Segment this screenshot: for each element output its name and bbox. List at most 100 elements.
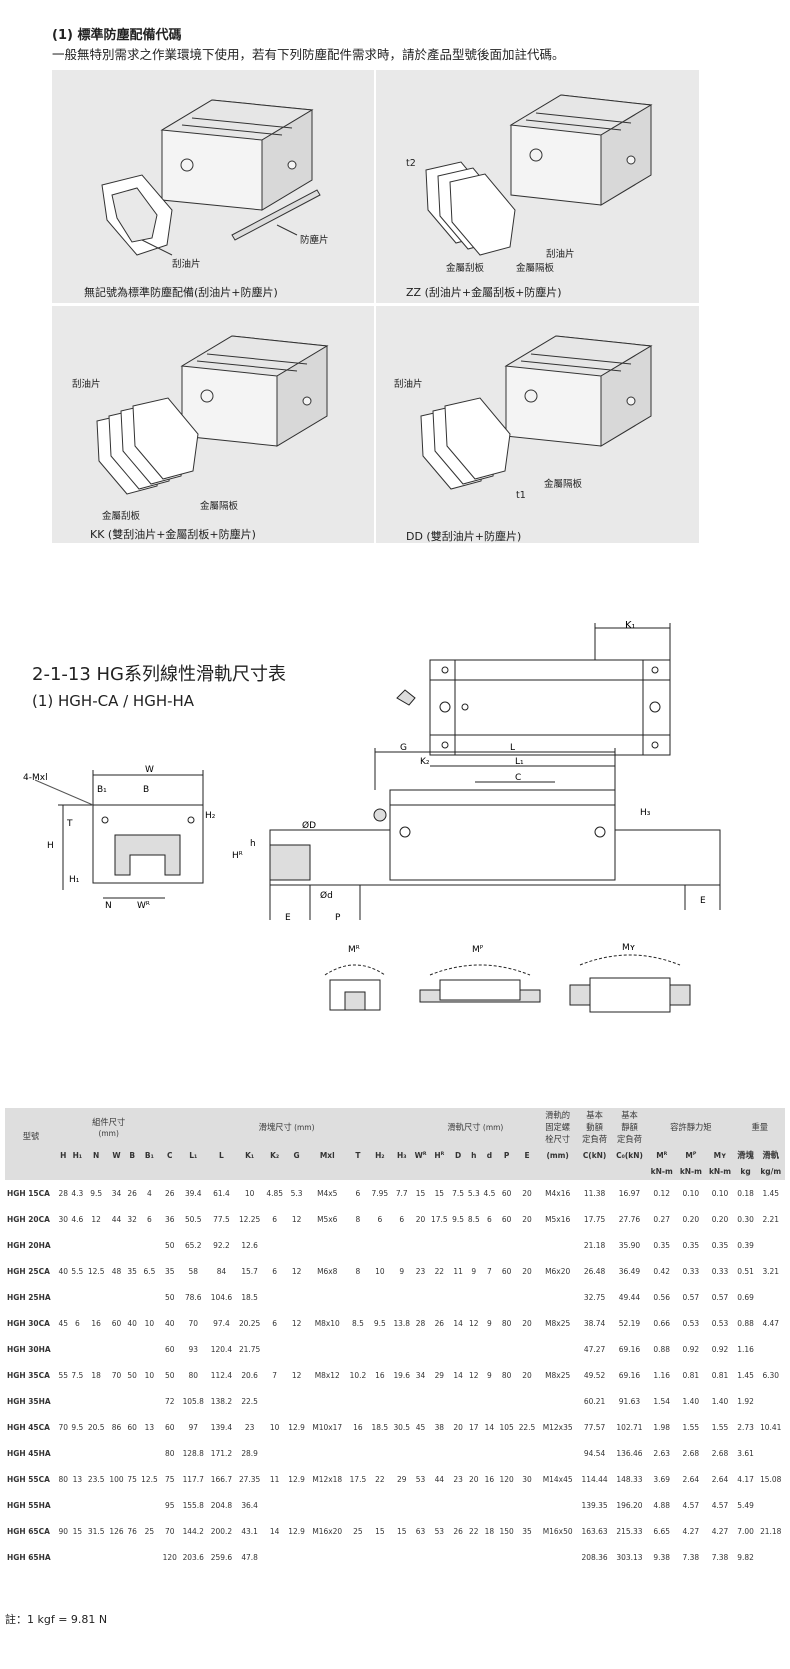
table-cell: 6: [263, 1309, 286, 1336]
table-cell: 126: [107, 1517, 126, 1544]
table-cell: [107, 1232, 126, 1258]
table-cell: M5x6: [307, 1205, 347, 1232]
table-cell: 69.16: [611, 1336, 648, 1362]
table-cell: 12: [285, 1309, 308, 1336]
model-cell: HGH 65CA: [5, 1517, 57, 1544]
moment-my: Mʏ: [622, 943, 635, 953]
table-cell: 259.6: [207, 1544, 236, 1570]
table-cell: [263, 1232, 286, 1258]
group-moment: 容許靜力矩: [647, 1108, 735, 1146]
dim-h1: H₁: [69, 875, 80, 885]
table-cell: 10: [263, 1413, 286, 1440]
table-cell: 4.5: [481, 1179, 498, 1206]
table-cell: 3.69: [647, 1465, 677, 1492]
table-cell: 16: [368, 1361, 391, 1388]
table-cell: 69.16: [611, 1361, 648, 1388]
model-cell: HGH 55CA: [5, 1465, 57, 1492]
panel-dd: 刮油片 金屬隔板 t1 DD (雙刮油片+防塵片): [376, 306, 699, 543]
table-cell: [497, 1388, 517, 1414]
group-block: 滑塊尺寸 (mm): [160, 1108, 413, 1146]
table-cell: 120: [497, 1465, 517, 1492]
table-cell: [107, 1492, 126, 1518]
table-cell: M8x25: [537, 1309, 578, 1336]
table-cell: 35.90: [611, 1232, 648, 1258]
table-cell: [450, 1336, 466, 1362]
table-cell: 0.81: [705, 1361, 735, 1388]
model-cell: HGH 25HA: [5, 1284, 57, 1310]
table-cell: 1.92: [734, 1388, 757, 1414]
table-cell: 0.88: [647, 1336, 677, 1362]
table-cell: 80: [497, 1309, 517, 1336]
unit-header: kN-m: [676, 1163, 706, 1180]
label-metal-scraper: 金屬刮板: [446, 263, 485, 274]
table-cell: 48: [107, 1257, 126, 1284]
table-cell: 84: [207, 1257, 236, 1284]
table-cell: [107, 1284, 126, 1310]
table-cell: [516, 1388, 538, 1414]
table-cell: [263, 1544, 286, 1570]
table-cell: [465, 1492, 482, 1518]
table-cell: 91.63: [611, 1388, 648, 1414]
col-header: K₁: [235, 1146, 264, 1163]
panel-standard: 刮油片 防塵片 無記號為標準防塵配備(刮油片+防塵片): [52, 70, 374, 303]
label-t1: t1: [516, 490, 526, 501]
table-cell: 10: [235, 1179, 264, 1206]
table-cell: 50: [160, 1361, 180, 1388]
table-cell: 0.57: [705, 1284, 735, 1310]
table-cell: 18.5: [235, 1284, 264, 1310]
table-cell: M16x20: [307, 1517, 347, 1544]
table-cell: 100: [107, 1465, 126, 1492]
table-cell: 0.20: [676, 1205, 706, 1232]
table-cell: 44: [107, 1205, 126, 1232]
dim-b1: B₁: [97, 785, 107, 795]
col-header: Mʏ: [705, 1146, 735, 1163]
table-cell: [307, 1388, 347, 1414]
table-cell: 16: [85, 1309, 108, 1336]
table-cell: 15: [368, 1517, 391, 1544]
table-cell: [85, 1336, 108, 1362]
table-cell: 53: [412, 1465, 429, 1492]
table-cell: 4.27: [676, 1517, 706, 1544]
table-cell: [390, 1232, 413, 1258]
table-cell: [428, 1336, 451, 1362]
table-cell: M8x25: [537, 1361, 578, 1388]
table-cell: 9: [481, 1361, 498, 1388]
table-cell: 102.71: [611, 1413, 648, 1440]
table-cell: [263, 1440, 286, 1466]
label-scraper: 刮油片: [546, 249, 575, 260]
table-cell: 80: [57, 1465, 70, 1492]
table-cell: [346, 1336, 369, 1362]
table-cell: [85, 1284, 108, 1310]
table-cell: 0.35: [676, 1232, 706, 1258]
table-cell: 6.30: [756, 1361, 785, 1388]
table-cell: 0.33: [705, 1257, 735, 1284]
table-cell: [428, 1284, 451, 1310]
table-cell: 38.74: [577, 1309, 612, 1336]
table-cell: [57, 1544, 70, 1570]
table-cell: 0.88: [734, 1309, 757, 1336]
table-cell: [368, 1284, 391, 1310]
model-cell: HGH 35HA: [5, 1388, 57, 1414]
table-cell: 114.44: [577, 1465, 612, 1492]
col-header: 滑塊: [734, 1146, 757, 1163]
table-cell: 58: [179, 1257, 208, 1284]
table-cell: 6: [481, 1205, 498, 1232]
table-cell: 1.55: [676, 1413, 706, 1440]
table-cell: 23: [235, 1413, 264, 1440]
table-cell: [537, 1544, 578, 1570]
table-cell: [125, 1232, 139, 1258]
table-cell: [57, 1440, 70, 1466]
table-cell: 4.57: [705, 1492, 735, 1518]
dim-p: P: [335, 913, 341, 920]
table-cell: 55: [57, 1361, 70, 1388]
table-cell: 303.13: [611, 1544, 648, 1570]
table-cell: [465, 1336, 482, 1362]
table-cell: [57, 1388, 70, 1414]
table-cell: 0.20: [705, 1205, 735, 1232]
unit-header: kg/m: [756, 1163, 785, 1180]
table-cell: [346, 1544, 369, 1570]
dim-g: G: [400, 743, 407, 753]
